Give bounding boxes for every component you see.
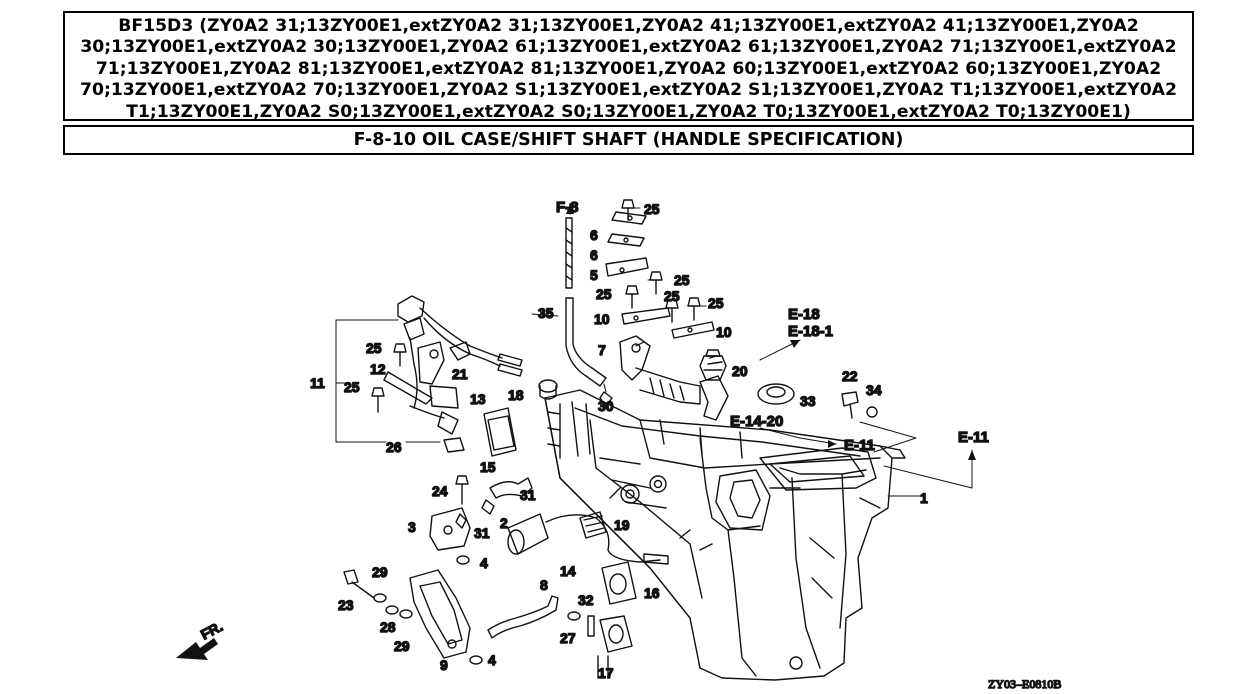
part-label-29: 29 (394, 638, 410, 654)
part-label-13: 13 (470, 391, 486, 407)
switch-harness-drawing (383, 295, 523, 453)
title-line-2: 30;13ZY00E1,extZY0A2 30;13ZY00E1,ZY0A2 6… (80, 37, 1177, 58)
part-label-34: 34 (866, 382, 882, 398)
part-label-31: 31 (474, 525, 490, 541)
ref-e18: E-18 (788, 306, 820, 323)
part-label-30: 30 (598, 398, 614, 414)
title-line-3: 71;13ZY00E1,ZY0A2 81;13ZY00E1,extZY0A2 8… (95, 58, 1162, 79)
shift-arm-drawing (605, 211, 729, 421)
part-label-25: 25 (708, 295, 724, 311)
part-label-2: 2 (500, 515, 508, 531)
part-label-3: 3 (408, 519, 416, 535)
part-label-14: 14 (560, 563, 576, 579)
part-label-9: 9 (440, 657, 448, 673)
part-label-35: 35 (538, 305, 554, 321)
title-line-4: 70;13ZY00E1,extZY0A2 70;13ZY00E1,ZY0A2 S… (80, 80, 1177, 101)
part-label-25: 25 (596, 286, 612, 302)
ref-e11-right: E-11 (958, 429, 989, 446)
leader-lines (335, 207, 973, 497)
small-parts-drawing (343, 355, 878, 679)
part-label-31: 31 (520, 487, 536, 503)
part-label-15: 15 (480, 459, 496, 475)
part-label-24: 24 (432, 483, 448, 499)
part-label-29: 29 (372, 564, 388, 580)
part-label-11: 11 (310, 375, 325, 391)
bolt-drawings (371, 199, 701, 413)
part-label-17: 17 (598, 665, 614, 681)
part-label-6: 6 (590, 247, 598, 263)
part-label-25: 25 (644, 201, 660, 217)
part-label-12: 12 (370, 361, 386, 377)
part-label-18: 18 (508, 387, 524, 403)
part-label-25: 25 (366, 340, 382, 356)
part-label-25: 25 (344, 379, 360, 395)
part-label-25: 25 (674, 272, 690, 288)
part-label-4: 4 (488, 652, 496, 668)
ref-e14-20: E-14-20 (730, 413, 783, 430)
part-label-10: 10 (716, 324, 732, 340)
part-label-20: 20 (732, 363, 748, 379)
part-label-6: 6 (590, 227, 598, 243)
title-line-5: T1;13ZY00E1,ZY0A2 S0;13ZY00E1,extZY0A2 S… (126, 101, 1131, 122)
diagram-subtitle: F-8-10 OIL CASE/SHIFT SHAFT (HANDLE SPEC… (63, 125, 1194, 155)
part-label-33: 33 (800, 393, 816, 409)
ref-f8: F-8 (556, 199, 579, 216)
part-label-4: 4 (480, 555, 488, 571)
part-label-1: 1 (920, 490, 928, 506)
part-label-16: 16 (644, 585, 660, 601)
part-label-8: 8 (540, 577, 548, 593)
ref-e11-mid: E-11 (844, 437, 875, 454)
part-label-32: 32 (578, 592, 594, 608)
part-label-10: 10 (594, 311, 610, 327)
part-label-21: 21 (452, 366, 468, 382)
front-direction-label: FR. (198, 618, 225, 643)
part-label-26: 26 (386, 439, 402, 455)
part-label-23: 23 (338, 597, 354, 613)
part-label-5: 5 (590, 267, 598, 283)
title-line-1: BF15D3 (ZY0A2 31;13ZY00E1,extZY0A2 31;13… (118, 16, 1139, 36)
diagram-title: BF15D3 (ZY0A2 31;13ZY00E1,extZY0A2 31;13… (63, 11, 1194, 122)
part-label-25: 25 (664, 288, 680, 304)
part-label-22: 22 (842, 368, 858, 384)
part-label-27: 27 (560, 630, 576, 646)
diagram-code: ZY03–E0810B (988, 677, 1061, 691)
reference-arrows (176, 204, 976, 660)
part-label-28: 28 (380, 619, 396, 635)
parts-diagram: F-8 E-18 E-18-1 E-14-20 E-11 E-11 25 6 6… (176, 198, 1062, 692)
part-label-7: 7 (598, 342, 606, 358)
part-label-19: 19 (614, 517, 630, 533)
ref-e18-1: E-18-1 (788, 323, 833, 340)
oil-case-drawing (544, 389, 906, 681)
